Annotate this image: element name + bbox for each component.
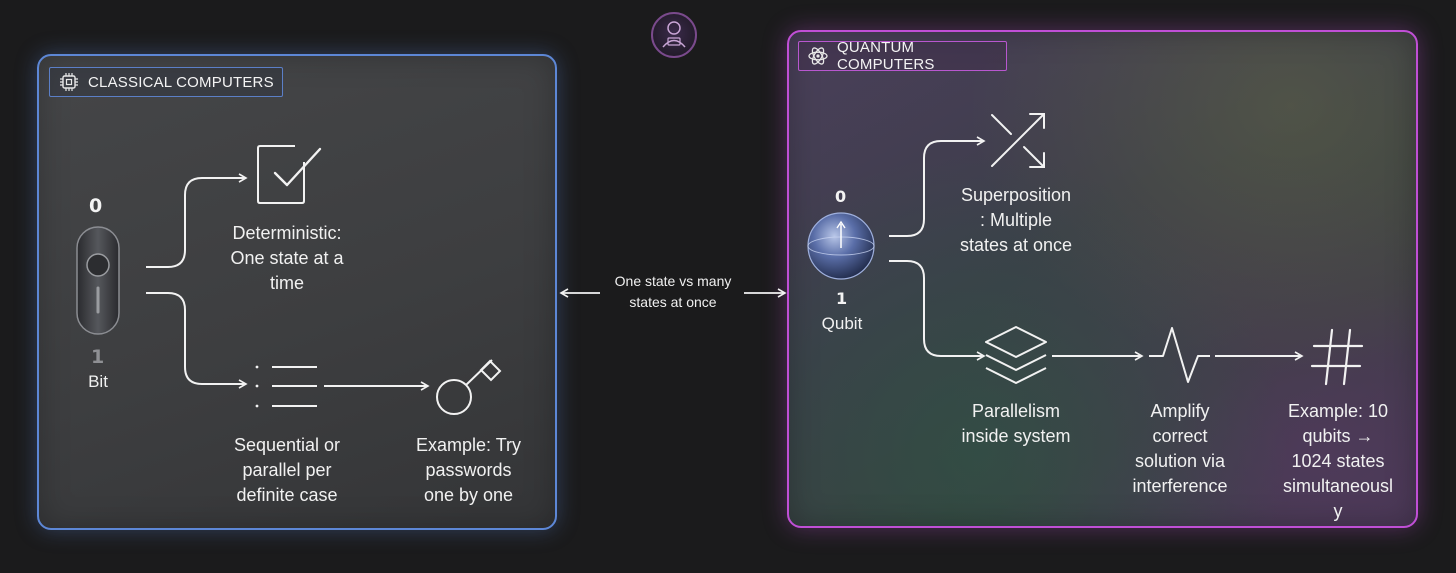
- quantum-title-badge: QUANTUM COMPUTERS: [798, 39, 1007, 73]
- classical-example-line-2: passwords: [425, 460, 512, 480]
- classical-panel: [37, 54, 557, 530]
- quantum-example-line-1: Example: 10: [1287, 401, 1389, 421]
- connector-to-sequential: [146, 292, 248, 389]
- qubit-sphere-icon: [807, 212, 875, 280]
- classical-example-line-1: Example: Try: [415, 435, 522, 455]
- sequential-line-1: Sequential or: [233, 435, 341, 455]
- quantum-example-line-5: y: [1333, 501, 1343, 521]
- classical-title: CLASSICAL COMPUTERS: [88, 73, 274, 91]
- sequential-line-2: parallel per: [242, 460, 332, 480]
- classical-title-badge: CLASSICAL COMPUTERS: [49, 67, 283, 97]
- comparison-label: One state vs many states at once: [598, 271, 748, 313]
- checkbox-icon: [257, 145, 322, 204]
- avatar-logo-icon: [651, 12, 697, 58]
- waveform-icon: [1149, 327, 1210, 383]
- amplify-line-4: interference: [1132, 476, 1228, 496]
- superposition-line-3: states at once: [959, 235, 1073, 255]
- amplify-text: Amplify correct solution via interferenc…: [1118, 399, 1242, 499]
- comparison-line-1: One state vs many: [614, 273, 732, 289]
- deterministic-line-3: time: [269, 273, 304, 293]
- quantum-example-line-2: qubits →: [1302, 426, 1374, 446]
- bit-switch-icon: [76, 226, 120, 335]
- list-icon: [255, 365, 317, 408]
- superposition-line-1: Superposition: [960, 185, 1072, 205]
- qubit-bottom-value: 1: [836, 289, 848, 308]
- quantum-example-line-3: 1024 states: [1291, 451, 1385, 471]
- comparison-line-2: states at once: [629, 294, 717, 310]
- key-icon: [436, 359, 502, 415]
- atom-icon: [808, 47, 828, 65]
- sequential-text: Sequential or parallel per definite case: [212, 433, 362, 508]
- bit-bottom-value: 1: [91, 346, 105, 368]
- deterministic-line-1: Deterministic:: [232, 223, 342, 243]
- deterministic-line-2: One state at a: [230, 248, 344, 268]
- parallelism-line-1: Parallelism: [971, 401, 1061, 421]
- classical-example-text: Example: Try passwords one by one: [396, 433, 541, 508]
- shuffle-icon: [991, 113, 1045, 168]
- hash-icon: [1310, 328, 1364, 386]
- connector-to-parallelism: [889, 260, 986, 361]
- amplify-line-3: solution via: [1134, 451, 1226, 471]
- connector-to-superposition: [889, 136, 986, 237]
- cpu-chip-icon: [60, 73, 78, 91]
- quantum-example-line-4: simultaneousl: [1282, 476, 1394, 496]
- deterministic-text: Deterministic: One state at a time: [212, 221, 362, 296]
- superposition-line-2: : Multiple: [979, 210, 1053, 230]
- sequential-line-3: definite case: [236, 485, 338, 505]
- qubit-top-value: 0: [835, 187, 847, 206]
- quantum-panel: [787, 30, 1418, 528]
- amplify-line-2: correct: [1152, 426, 1208, 446]
- bit-top-value: 0: [89, 195, 103, 217]
- superposition-text: Superposition : Multiple states at once: [946, 183, 1086, 258]
- amplify-line-1: Amplify: [1150, 401, 1210, 421]
- quantum-title: QUANTUM COMPUTERS: [837, 39, 935, 73]
- classical-example-line-3: one by one: [423, 485, 514, 505]
- parallelism-text: Parallelism inside system: [946, 399, 1086, 449]
- qubit-label: Qubit: [821, 314, 863, 333]
- bit-label: Bit: [88, 372, 108, 391]
- connector-to-deterministic: [146, 173, 248, 268]
- parallelism-line-2: inside system: [961, 426, 1071, 446]
- layers-icon: [985, 326, 1047, 384]
- quantum-example-text: Example: 10 qubits → 1024 states simulta…: [1272, 399, 1404, 524]
